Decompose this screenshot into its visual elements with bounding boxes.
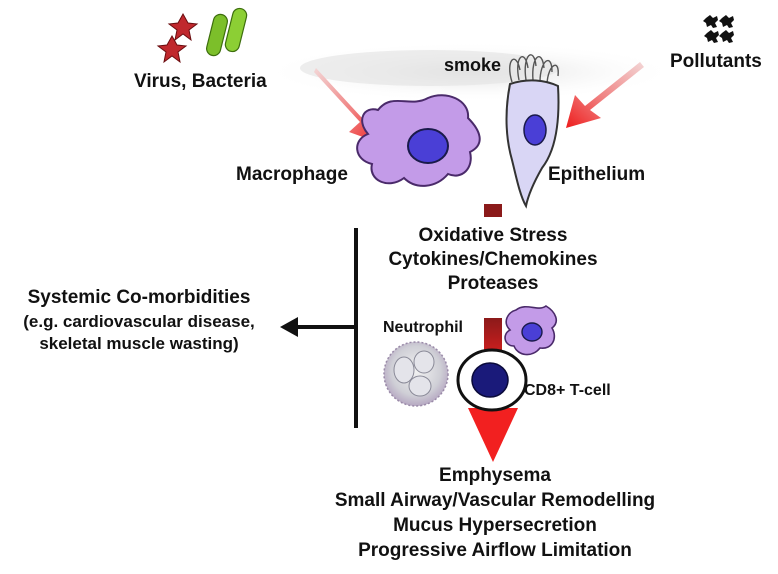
label-systemic-example: (e.g. cardiovascular disease,: [23, 312, 255, 331]
label-cytokines: Cytokines/Chemokines: [388, 249, 598, 270]
cd8-tcell-cell: [456, 348, 528, 412]
label-cd8-tcell: CD8+ T-cell: [524, 382, 611, 399]
label-emphysema: Emphysema: [439, 465, 551, 486]
label-neutrophil: Neutrophil: [383, 319, 463, 336]
label-smoke: smoke: [444, 55, 502, 75]
pathway-node: [484, 204, 502, 217]
systemic-block: Systemic Co-morbidities (e.g. cardiovasc…: [0, 288, 278, 352]
label-airflow-limitation: Progressive Airflow Limitation: [358, 540, 632, 561]
arrow-to-epithelium: [566, 62, 644, 128]
label-pollutants: Pollutants: [670, 51, 762, 72]
virus-icon: [156, 12, 199, 64]
label-epithelium: Epithelium: [548, 164, 646, 185]
macrophage-nucleus: [407, 128, 449, 164]
label-systemic-comorbidities: Systemic Co-morbidities: [27, 287, 251, 308]
macrophage-cell: [356, 94, 481, 187]
outcomes-block: Emphysema Small Airway/Vascular Remodell…: [290, 466, 700, 560]
systemic-arrowhead: [280, 317, 298, 337]
small-macrophage-cell: [504, 305, 558, 356]
epithelial-nucleus: [523, 114, 547, 146]
label-virus-bacteria: Virus, Bacteria: [134, 71, 267, 92]
mediators-block: Oxidative Stress Cytokines/Chemokines Pr…: [358, 226, 628, 293]
label-oxidative-stress: Oxidative Stress: [418, 225, 568, 246]
label-small-airway: Small Airway/Vascular Remodelling: [334, 490, 656, 511]
pollutants-icon: [703, 15, 734, 43]
epithelial-cell: [505, 54, 560, 209]
label-mucus: Mucus Hypersecretion: [393, 515, 597, 536]
label-macrophage: Macrophage: [236, 164, 348, 185]
neutrophil-cell: [383, 341, 449, 407]
label-proteases: Proteases: [447, 273, 539, 294]
label-systemic-example-2: skeletal muscle wasting): [39, 334, 239, 353]
bacteria-icon: [206, 7, 248, 57]
